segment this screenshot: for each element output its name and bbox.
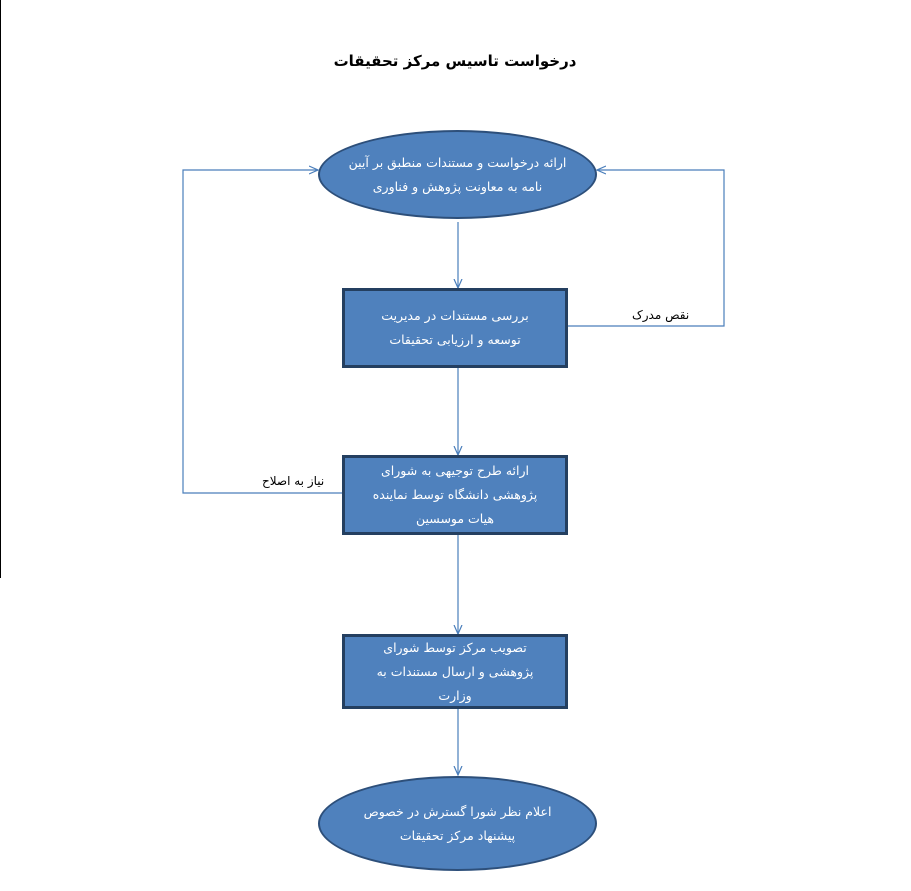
node-approve-center: تصویب مرکز توسط شورای پژوهشی و ارسال مست… bbox=[342, 634, 568, 709]
node-present-plan: ارائه طرح توجیهی به شورای پژوهشی دانشگاه… bbox=[342, 455, 568, 535]
node-review-documents-label: بررسی مستندات در مدیریت توسعه و ارزیابی … bbox=[381, 308, 529, 347]
node-submit-request-label: ارائه درخواست و مستندات منطبق بر آیین نا… bbox=[348, 154, 567, 194]
edge-label-needs-correction: نیاز به اصلاح bbox=[262, 474, 325, 488]
diagram-title: درخواست تاسیس مرکز تحقیقات bbox=[333, 52, 577, 70]
node-approve-center-label: تصویب مرکز توسط شورای پژوهشی و ارسال مست… bbox=[376, 639, 534, 703]
node-submit-request: ارائه درخواست و مستندات منطبق بر آیین نا… bbox=[318, 130, 597, 219]
node-council-opinion: اعلام نظر شورا گسترش در خصوص پیشنهاد مرک… bbox=[318, 776, 597, 871]
page-left-rule bbox=[0, 0, 1, 578]
edge-label-missing-documents: نقص مدرک bbox=[632, 308, 690, 322]
node-present-plan-label: ارائه طرح توجیهی به شورای پژوهشی دانشگاه… bbox=[372, 463, 538, 526]
feedback-missing-documents bbox=[568, 170, 725, 327]
node-council-opinion-label: اعلام نظر شورا گسترش در خصوص پیشنهاد مرک… bbox=[363, 803, 552, 843]
node-review-documents: بررسی مستندات در مدیریت توسعه و ارزیابی … bbox=[342, 288, 568, 368]
feedback-needs-correction bbox=[182, 170, 343, 494]
